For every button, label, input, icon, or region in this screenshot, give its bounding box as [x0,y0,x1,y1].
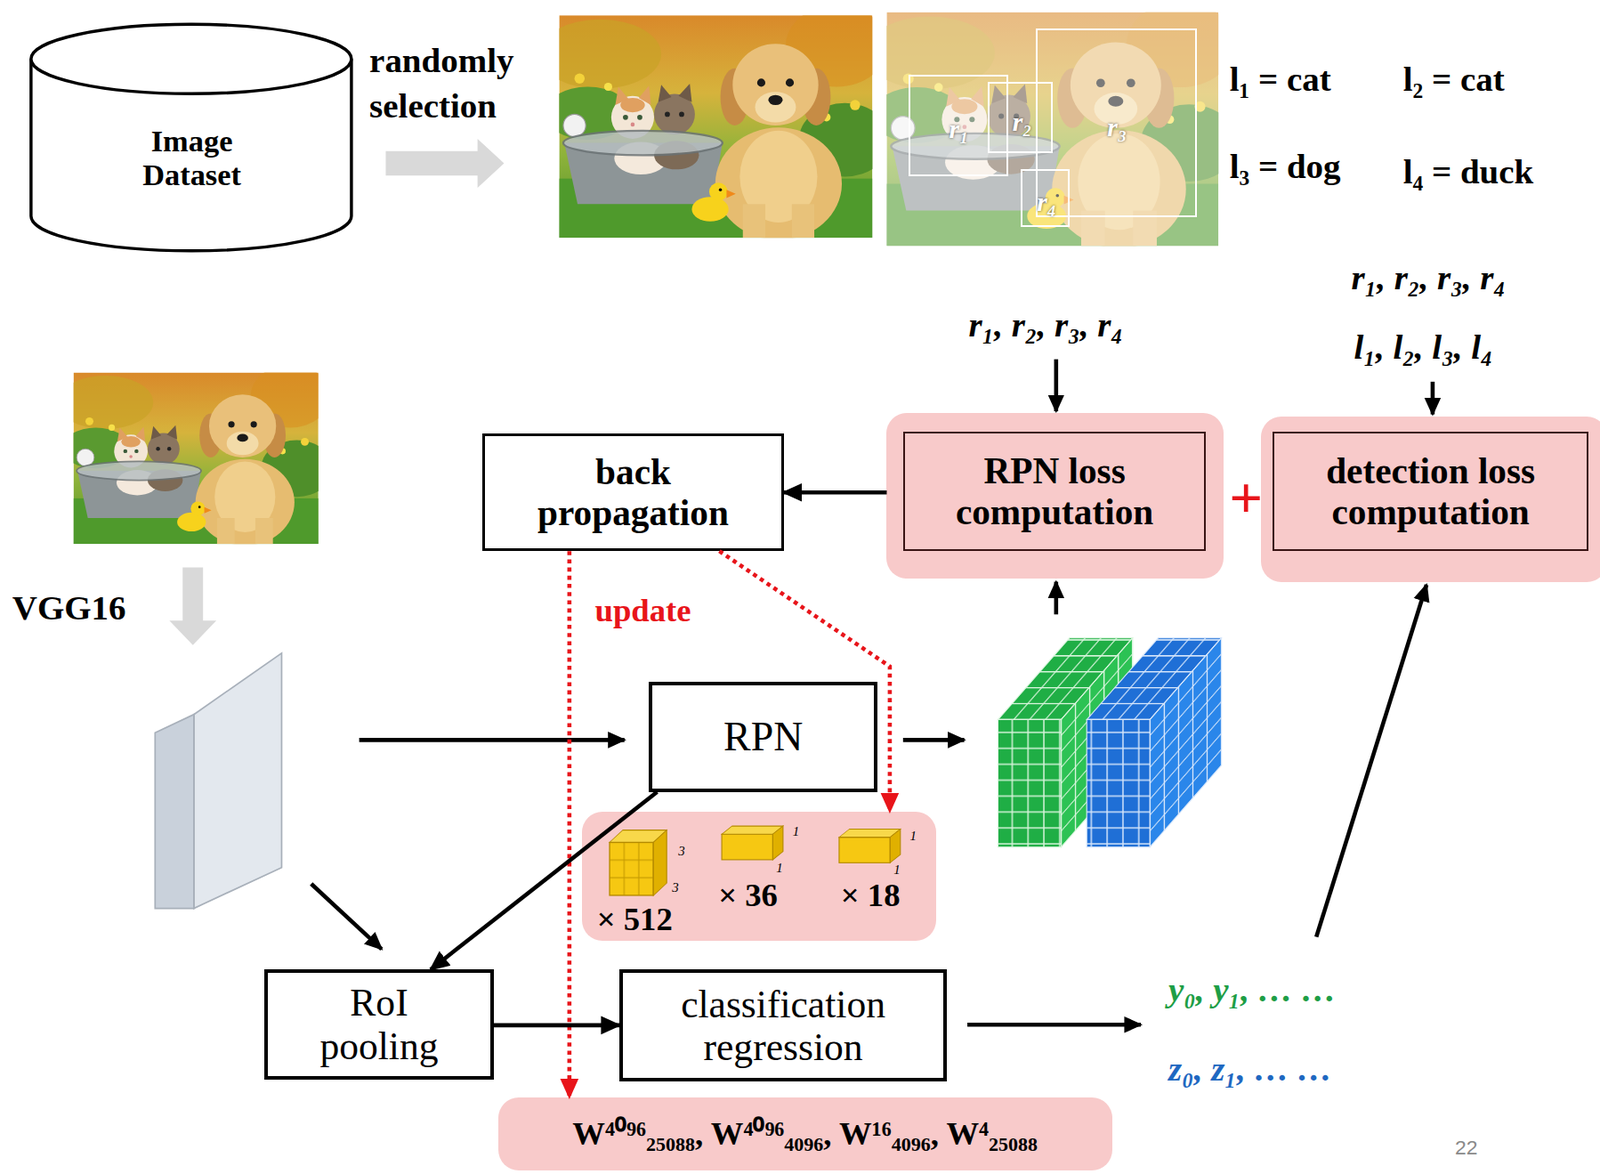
flow-arrow [967,1022,1141,1027]
dataset-cylinder: Image Dataset [28,22,355,253]
dimension-label: 1 [893,861,900,879]
page-number: 22 [1454,1134,1479,1162]
kernel-cube [653,829,667,895]
class-label: l₃ = dog [1229,144,1342,190]
bbox-pred-map [1149,638,1221,848]
faded-photo [864,1,1238,249]
process-box: classification regression [619,969,947,1082]
dimension-label: 3 [678,843,685,861]
kernel-cube [772,825,783,860]
feature-map [154,714,194,909]
node-text: back propagation [505,451,761,534]
parameter-band: × 512 × 36 × 18 [581,811,937,942]
region-box: r₄ [1020,169,1070,227]
input-photo [57,364,333,546]
input-label: r₁, r₂, r₃, r₄ [1351,255,1506,301]
node-text: classification regression [630,982,937,1070]
dimension-label: 1 [775,859,783,877]
cls-score-map [997,719,1061,847]
process-box: RPN [648,681,878,792]
node-text: × 18 [840,876,901,914]
bbox-pred-map [1149,638,1221,848]
kernel-cube [839,828,901,863]
dimension-label: 1 [792,823,800,841]
dimension-label: 1 [910,828,917,846]
kernel-cube [889,828,900,863]
node-text: × 512 [597,901,673,938]
loss-box: RPN loss computation [886,412,1223,579]
process-box: RoI pooling [264,969,494,1080]
process-box: back propagation [482,433,784,551]
input-label: l₁, l₂, l₃, l₄ [1354,324,1494,371]
step-label: randomly selection [369,38,564,129]
flow-arrow [311,883,382,949]
flow-arrow [1054,581,1059,615]
selection-arrow [385,138,504,188]
node-text: r₁ [949,114,970,145]
kernel-cube [721,833,773,860]
node-text: r₄ [1036,186,1057,217]
parameter-band: W⁴⁰⁹⁶₂₅₀₈₈, W⁴⁰⁹⁶₄₀₉₆, W¹⁶₄₀₉₆, W⁴₂₅₀₈₈ [498,1097,1113,1172]
region-box: r₂ [987,81,1053,154]
flow-arrow [359,737,625,743]
node-text: RoI pooling [302,980,456,1068]
node-text: × 36 [718,876,778,914]
flow-arrow [493,1023,620,1028]
output-label: y₀, y₁, … … [1168,967,1336,1013]
kernel-cube [839,836,890,863]
kernel-cube [653,829,667,895]
kernel-cube [609,829,667,895]
flow-arrow [903,737,965,743]
node-text: r₂ [1012,107,1033,138]
faded-photo [864,1,1238,249]
node-text: RPN loss computation [919,450,1190,533]
faded-photo [886,12,1219,247]
cylinder-outline [31,24,352,95]
node-text: W⁴⁰⁹⁶₂₅₀₈₈, W⁴⁰⁹⁶₄₀₉₆, W¹⁶₄₀₉₆, W⁴₂₅₀₈₈ [572,1115,1038,1152]
update-arrow [567,550,573,1097]
node-text: detection loss computation [1282,450,1579,533]
plus-sign: + [1228,459,1263,536]
update-label: update [595,589,692,632]
flow-arrow [1316,584,1427,938]
kernel-cube [609,841,654,896]
class-label: l₂ = cat [1403,56,1505,103]
input-label: r₁, r₂, r₃, r₄ [969,301,1124,348]
output-label: z₀, z₁, … … [1168,1045,1333,1091]
region-box: r₁ [908,74,1009,178]
region-box: r₃ [1035,28,1197,218]
class-label: l₁ = cat [1229,56,1332,103]
node-text: RPN [723,713,803,760]
feature-map [193,653,283,909]
kernel-cube [721,825,784,860]
node-text: r₃ [1107,112,1127,142]
loss-box-border: detection loss computation [1272,431,1589,551]
bbox-pred-map [1086,719,1150,847]
class-label: l₄ = duck [1403,148,1535,194]
node-text: Image Dataset [115,123,269,193]
dimension-label: 3 [671,879,679,897]
loss-box: detection loss computation [1260,416,1600,582]
sample-photo [538,5,891,241]
network-label: VGG16 [12,585,127,631]
flow-arrow [783,490,888,495]
bbox-pred-map [1086,638,1221,848]
kernel-cube [772,825,783,860]
flow-arrow [1430,381,1436,415]
loss-box-border: RPN loss computation [903,431,1207,551]
vgg-arrow [169,567,217,646]
feature-map [154,653,282,909]
flow-arrow [1054,359,1059,412]
kernel-cube [889,828,900,863]
